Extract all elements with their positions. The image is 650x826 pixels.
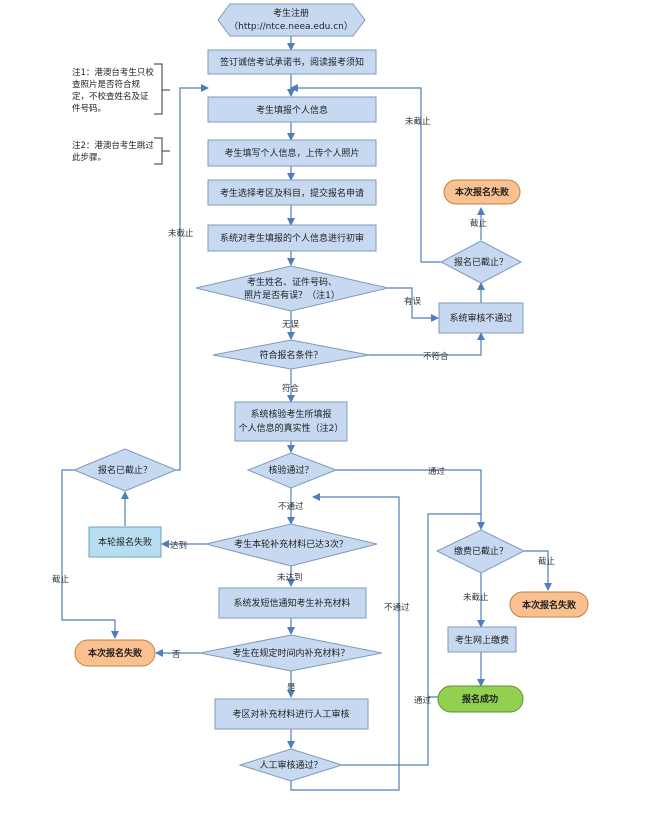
svg-text:照片是否有误？（注1）: 照片是否有误？（注1） <box>244 289 340 301</box>
decision-eligible: 符合报名条件？ <box>212 339 370 370</box>
terminal-success: 报名成功 <box>437 685 524 713</box>
svg-text:考生姓名、证件号码、: 考生姓名、证件号码、 <box>247 276 337 288</box>
svg-text:注1：港澳台考生只校: 注1：港澳台考生只校 <box>72 67 154 78</box>
svg-text:符合报名条件？: 符合报名条件？ <box>259 349 322 361</box>
svg-text:个人信息的真实性（注2）: 个人信息的真实性（注2） <box>239 422 344 434</box>
start-url: （http://ntce.neea.edu.cn） <box>229 21 353 32</box>
step-round-fail: 本轮报名失败 <box>88 526 162 558</box>
svg-text:考生网上缴费: 考生网上缴费 <box>455 634 509 646</box>
decision-manual-pass: 人工审核通过？ <box>238 748 344 782</box>
step-sign-pledge: 签订诚信考试承诺书，阅读报考须知 <box>207 49 377 75</box>
label-not-pass: 不通过 <box>278 501 304 512</box>
decision-pay-deadline: 缴费已截止？ <box>435 529 526 574</box>
decision-in-time: 考生在规定时间内补充材料？ <box>199 634 383 672</box>
svg-text:考生本轮补充材料已达3次？: 考生本轮补充材料已达3次？ <box>234 538 348 550</box>
svg-text:考生填报个人信息: 考生填报个人信息 <box>256 104 328 116</box>
decision-verify-pass: 核验通过？ <box>246 452 338 489</box>
svg-text:本轮报名失败: 本轮报名失败 <box>98 536 152 548</box>
label-not-closed-pay: 未截止 <box>463 592 489 603</box>
note-1: 注1：港澳台考生只校 查照片是否符合规 定，不校查姓名及证 件号码。 <box>72 63 170 115</box>
edge-labels: 未截止 未截止 截止 有误 无误 不符合 符合 通过 不通过 达到 未达到 否 … <box>52 116 556 706</box>
label-not-reached: 未达到 <box>277 572 303 583</box>
note-2: 注2：港澳台考生跳过 此步骤。 <box>72 137 170 165</box>
label-reached: 达到 <box>170 540 187 551</box>
svg-text:考生选择考区及科目，提交报名申请: 考生选择考区及科目，提交报名申请 <box>220 187 364 199</box>
terminal-fail-top: 本次报名失败 <box>443 179 521 205</box>
step-verify-info: 系统核验考生所填报 个人信息的真实性（注2） <box>234 401 348 442</box>
step-review-fail: 系统审核不通过 <box>438 302 524 334</box>
start-title: 考生注册 <box>273 7 309 19</box>
svg-text:系统核验考生所填报: 系统核验考生所填报 <box>250 408 331 420</box>
label-not-closed-top: 未截止 <box>405 116 431 127</box>
label-closed-top: 截止 <box>470 218 488 229</box>
step-initial-review: 系统对考生填报的个人信息进行初审 <box>207 224 377 252</box>
start-node: 考生注册 （http://ntce.neea.edu.cn） <box>217 3 366 37</box>
svg-text:报名成功: 报名成功 <box>462 693 498 705</box>
svg-text:系统对考生填报的个人信息进行初审: 系统对考生填报的个人信息进行初审 <box>220 232 364 244</box>
label-pass: 通过 <box>428 466 446 477</box>
svg-text:考区对补充材料进行人工审核: 考区对补充材料进行人工审核 <box>232 708 349 720</box>
step-choose-subject: 考生选择考区及科目，提交报名申请 <box>207 179 377 206</box>
svg-text:缴费已截止？: 缴费已截止？ <box>454 545 508 557</box>
svg-text:件号码。: 件号码。 <box>72 103 106 114</box>
decision-check-errors: 考生姓名、证件号码、 照片是否有误？（注1） <box>195 265 389 312</box>
svg-text:考生填写个人信息，上传个人照片: 考生填写个人信息，上传个人照片 <box>224 147 359 159</box>
decision-three-times: 考生本轮补充材料已达3次？ <box>205 523 378 567</box>
label-has-error: 有误 <box>404 296 422 307</box>
svg-text:签订诚信考试承诺书，阅读报考须知: 签订诚信考试承诺书，阅读报考须知 <box>220 56 364 68</box>
label-closed-pay: 截止 <box>538 556 556 567</box>
svg-text:注2：港澳台考生跳过: 注2：港澳台考生跳过 <box>72 140 154 151</box>
step-fill-info: 考生填报个人信息 <box>207 96 377 123</box>
label-eligible: 符合 <box>282 383 300 394</box>
svg-text:查照片是否符合规: 查照片是否符合规 <box>72 79 141 90</box>
step-online-pay: 考生网上缴费 <box>447 626 517 653</box>
terminal-fail-right: 本次报名失败 <box>509 591 589 618</box>
svg-text:核验通过？: 核验通过？ <box>268 464 313 476</box>
svg-text:系统审核不通过: 系统审核不通过 <box>449 312 512 324</box>
decision-deadline-right: 报名已截止？ <box>439 240 523 284</box>
label-no: 否 <box>172 650 181 660</box>
svg-text:本次报名失败: 本次报名失败 <box>522 599 577 611</box>
decision-deadline-left: 报名已截止？ <box>72 448 178 492</box>
label-pass-manual: 通过 <box>414 695 432 706</box>
connectors <box>61 36 552 791</box>
svg-text:报名已截止？: 报名已截止？ <box>454 256 508 268</box>
label-not-pass-manual: 不通过 <box>384 602 410 613</box>
svg-text:本次报名失败: 本次报名失败 <box>455 186 510 198</box>
step-sms-notice: 系统发短信通知考生补充材料 <box>218 587 367 619</box>
label-no-error: 无误 <box>282 320 300 330</box>
step-manual-review: 考区对补充材料进行人工审核 <box>214 698 369 730</box>
svg-text:人工审核通过？: 人工审核通过？ <box>259 759 322 771</box>
svg-text:报名已截止？: 报名已截止？ <box>98 464 152 476</box>
step-upload-photo: 考生填写个人信息，上传个人照片 <box>207 139 377 167</box>
terminal-fail-left: 本次报名失败 <box>74 639 156 667</box>
svg-text:此步骤。: 此步骤。 <box>72 152 106 163</box>
label-yes: 是 <box>287 683 296 693</box>
label-closed-left: 截止 <box>52 574 70 585</box>
svg-text:系统发短信通知考生补充材料: 系统发短信通知考生补充材料 <box>233 597 350 609</box>
label-not-closed-left: 未截止 <box>168 228 194 239</box>
label-not-eligible: 不符合 <box>423 351 449 362</box>
svg-text:考生在规定时间内补充材料？: 考生在规定时间内补充材料？ <box>232 647 349 659</box>
svg-text:本次报名失败: 本次报名失败 <box>88 647 143 659</box>
svg-text:定，不校查姓名及证: 定，不校查姓名及证 <box>72 91 149 102</box>
